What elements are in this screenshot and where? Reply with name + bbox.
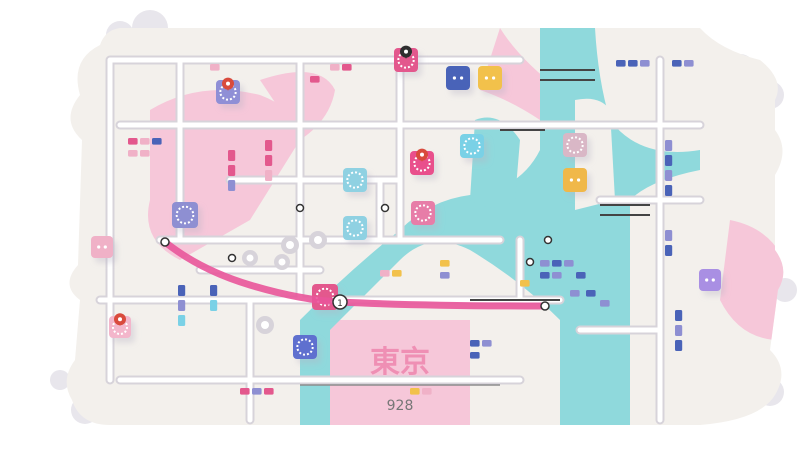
parked-car [482, 340, 492, 347]
parked-car [128, 138, 138, 145]
blue-house-building[interactable] [446, 66, 470, 90]
parked-car [675, 325, 683, 336]
yellow-house-building[interactable] [563, 168, 587, 192]
parked-car [672, 60, 682, 67]
parked-car [564, 260, 574, 267]
parked-car [178, 285, 186, 296]
parked-car [640, 60, 650, 67]
parked-car [140, 150, 150, 157]
parked-car [265, 155, 273, 166]
parked-car [570, 290, 580, 297]
roundabouts[interactable] [242, 231, 327, 334]
parked-car [675, 340, 683, 351]
parked-car [600, 300, 610, 307]
location-pin-icon [222, 77, 234, 91]
parked-car [128, 150, 138, 157]
parked-car [665, 185, 673, 196]
route-endpoint[interactable] [160, 203, 553, 311]
location-pin-icon [400, 45, 412, 59]
park-area [300, 320, 470, 425]
city-name-label: 東京 [370, 345, 430, 380]
parked-car [410, 388, 420, 395]
parked-car [665, 170, 673, 181]
park-area [720, 220, 784, 340]
parked-cars [128, 60, 694, 395]
parked-car [540, 272, 550, 279]
island [495, 320, 560, 420]
parked-car [675, 310, 683, 321]
teal-destination-building[interactable] [343, 216, 367, 240]
parked-car [540, 260, 550, 267]
parked-car [380, 270, 390, 277]
parked-car [228, 165, 236, 176]
parked-car [342, 64, 352, 71]
parked-car [628, 60, 638, 67]
buildings-layer [91, 45, 721, 359]
parked-car [228, 180, 236, 191]
parked-car [265, 140, 273, 151]
parked-car [330, 64, 340, 71]
route-badge-label: 1 [337, 299, 343, 309]
parked-car [210, 285, 218, 296]
pink-destination-building[interactable] [410, 148, 434, 175]
pink-destination-building[interactable] [411, 201, 435, 225]
parked-car [210, 64, 220, 71]
parked-car [252, 388, 262, 395]
parked-car [520, 280, 530, 287]
parked-car [240, 388, 250, 395]
score-counter: 928 [387, 398, 414, 414]
parked-car [586, 290, 596, 297]
parked-car [665, 155, 673, 166]
purple-destination-building[interactable] [216, 77, 240, 104]
parked-car [422, 388, 432, 395]
teal-destination-building[interactable] [460, 134, 484, 158]
parked-car [264, 388, 274, 395]
parked-car [310, 76, 320, 83]
parked-car [152, 138, 162, 145]
parked-car [140, 138, 150, 145]
location-pin-icon [114, 313, 126, 326]
parked-car [440, 272, 450, 279]
parked-car [470, 340, 480, 347]
location-pin-icon [416, 148, 428, 162]
teal-destination-building[interactable] [343, 168, 367, 192]
pink-house-building[interactable] [91, 236, 113, 258]
parked-car [665, 245, 673, 256]
bridges[interactable] [470, 69, 650, 301]
yellow-house-building[interactable] [478, 66, 502, 90]
city-hud: 東京 928 [300, 345, 500, 414]
parked-car [470, 352, 480, 359]
route-line[interactable] [161, 238, 549, 310]
parked-car [552, 272, 562, 279]
parked-car [665, 230, 673, 241]
parked-car [178, 300, 186, 311]
parked-car [665, 140, 673, 151]
parked-car [440, 260, 450, 267]
parked-car [210, 300, 218, 311]
parked-car [552, 260, 562, 267]
parked-car [392, 270, 402, 277]
purple-house-building[interactable] [699, 269, 721, 291]
blue-destination-building[interactable] [293, 335, 317, 359]
lavender-destination-building[interactable] [563, 133, 587, 157]
parked-car [576, 272, 586, 279]
parked-car [616, 60, 626, 67]
purple-destination-building[interactable] [172, 202, 198, 228]
parked-car [178, 315, 186, 326]
route-badge[interactable]: 1 [332, 294, 348, 310]
parked-car [265, 170, 273, 181]
parked-car [684, 60, 694, 67]
pink-destination-building[interactable] [394, 45, 418, 72]
pink-destination-building[interactable] [109, 313, 131, 338]
parked-car [228, 150, 236, 161]
